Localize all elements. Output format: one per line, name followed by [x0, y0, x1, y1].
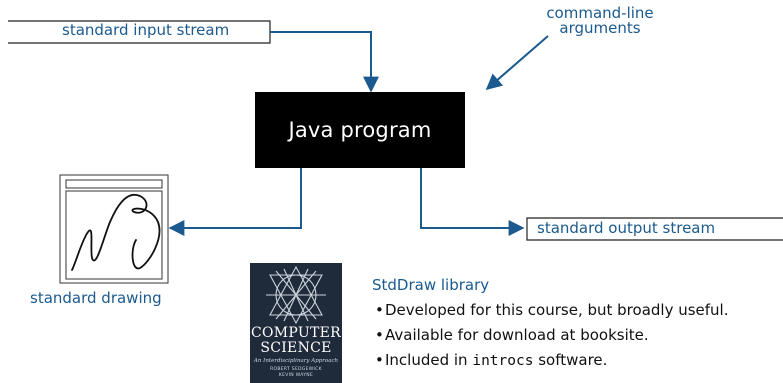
bullet: • — [375, 326, 384, 344]
list-item: •Developed for this course, but broadly … — [372, 298, 783, 323]
bullet: • — [375, 301, 384, 319]
library-feature-list: •Developed for this course, but broadly … — [372, 298, 783, 373]
args-label-line2: arguments — [559, 19, 641, 37]
book-subtitle: An Interdisciplinary Approach — [253, 358, 339, 364]
program-label: Java program — [288, 118, 432, 142]
input-label: standard input stream — [62, 21, 230, 39]
list-item-text: Available for download at booksite. — [385, 326, 649, 344]
drawing-label: standard drawing — [30, 289, 162, 307]
book-cover-image: COMPUTER SCIENCE An Interdisciplinary Ap… — [250, 263, 342, 383]
code-text: introcs — [472, 353, 534, 369]
output-box — [526, 217, 783, 241]
list-item-text: Developed for this course, but broadly u… — [385, 301, 729, 319]
book-cover-pattern-icon — [266, 265, 326, 325]
output-arrow — [420, 168, 525, 236]
drawing-window-icon — [59, 174, 169, 284]
output-label: standard output stream — [537, 219, 716, 237]
list-item-text-pre: Included in — [385, 351, 473, 369]
list-item: •Available for download at booksite. — [372, 323, 783, 348]
book-title-line1: COMPUTER — [251, 325, 341, 341]
program-box — [255, 92, 465, 168]
book-authors-line2: KEVIN WAYNE — [278, 373, 314, 378]
list-item-text-post: software. — [533, 351, 608, 369]
args-label-line1: command-line — [546, 4, 654, 22]
bullet: • — [375, 351, 384, 369]
library-title: StdDraw library — [372, 276, 490, 294]
book-authors-line1: ROBERT SEDGEWICK — [270, 367, 322, 372]
list-item: •Included in introcs software. — [372, 348, 783, 373]
input-arrow — [270, 31, 379, 93]
args-arrow — [485, 35, 549, 91]
args-label: command-line arguments — [520, 6, 680, 36]
drawing-arrow — [168, 168, 302, 236]
book-title-line2: SCIENCE — [260, 340, 332, 356]
